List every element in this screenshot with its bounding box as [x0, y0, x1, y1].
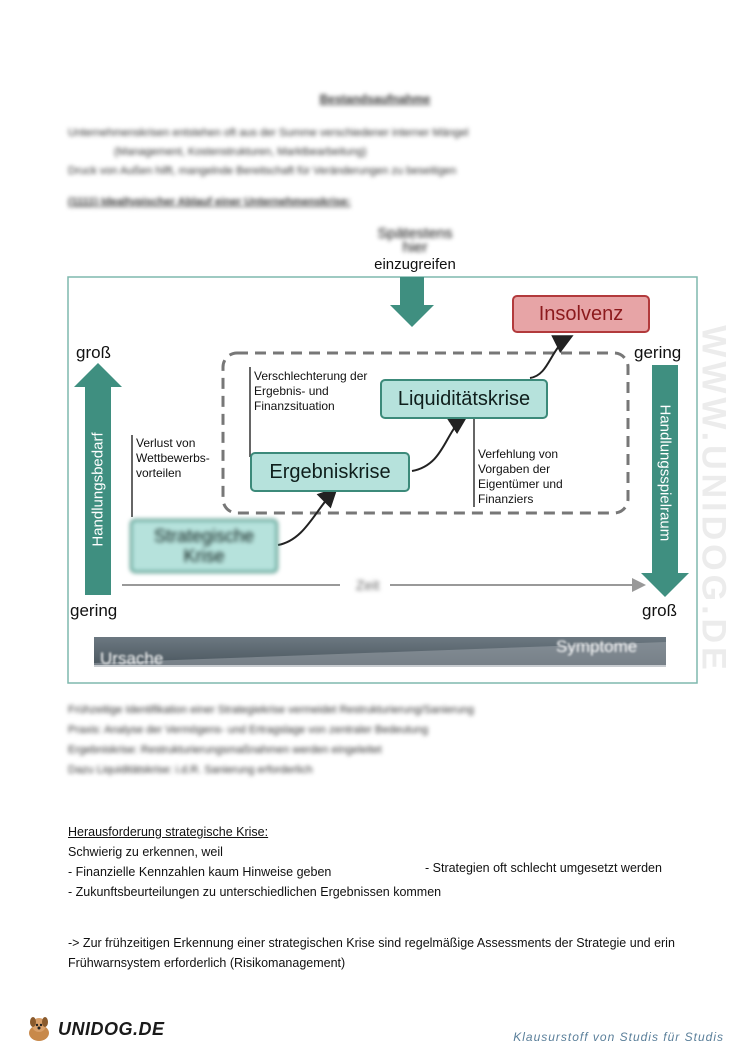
challenge-section: Herausforderung strategische Krise: Schw…: [68, 822, 441, 902]
after-line: Dazu Liquiditätskrise: i.d.R. Sanierung …: [68, 764, 313, 776]
scope-arrow-label: Handlungsspielraum: [656, 404, 674, 542]
footer-tagline: Klausurstoff von Studis für Studis: [513, 1030, 724, 1044]
intro-line: Druck von Außen hilft, mangelnde Bereits…: [68, 165, 457, 177]
footer-logo: UNIDOG.DE: [24, 1014, 165, 1044]
result-crisis-box: Ergebniskrise: [250, 452, 410, 492]
intro-line: Unternehmenskrisen entstehen oft aus der…: [68, 127, 469, 139]
after-line: Frühzeitige Identifikation einer Strateg…: [68, 704, 474, 716]
result-note: Verschlechterung der Ergebnis- und Finan…: [254, 369, 368, 413]
dog-logo-icon: [29, 1017, 49, 1041]
challenge-line: - Finanzielle Kennzahlen kaum Hinweise g…: [68, 865, 332, 879]
scope-low-label: gering: [634, 343, 682, 362]
after-line: Praxis: Analyse der Vermögens- und Ertra…: [68, 724, 429, 736]
intro-text: Unternehmenskrisen entstehen oft aus der…: [68, 124, 469, 181]
diagram-graphics: [67, 276, 698, 684]
challenge-bullet-right: - Strategien oft schlecht umgesetzt werd…: [425, 861, 662, 875]
intervention-arrow-shaft: [400, 277, 424, 307]
insolvency-box: Insolvenz: [512, 295, 650, 333]
cause-label: Ursache: [100, 649, 164, 668]
intervention-label: Spätestens hier: [377, 225, 453, 256]
liquidity-crisis-box: Liquiditätskrise: [380, 379, 548, 419]
crisis-diagram: Spätestens hier einzugreifen groß gering…: [60, 225, 705, 695]
scope-arrow-head: [641, 573, 689, 597]
need-arrow-head: [74, 363, 122, 387]
need-arrow-shaft: [85, 385, 111, 595]
diagram-frame: [67, 276, 698, 684]
need-low-label: gering: [70, 601, 118, 620]
time-arrow-head: [632, 578, 646, 592]
intervention-label-2: einzugreifen: [374, 256, 456, 273]
after-line: Ergebniskrise: Restrukturierungsmaßnahme…: [68, 744, 382, 756]
intro-line: (Management, Kostenstrukturen, Marktbear…: [114, 146, 367, 158]
crisis-zone-border: [221, 351, 630, 515]
challenge-line: - Zukunftsbeurteilungen zu unterschiedli…: [68, 885, 442, 899]
section-subheading: (1111) Idealtypischer Ablauf einer Unter…: [68, 196, 351, 208]
scope-arrow-shaft: [652, 365, 678, 575]
symptom-label: Symptome: [556, 637, 638, 656]
intervention-arrow-head: [390, 305, 434, 327]
after-diagram-text: Frühzeitige Identifikation einer Strateg…: [68, 700, 474, 780]
time-label: Zeit: [356, 577, 380, 593]
liquidity-note: Verfehlung von Vorgaben der Eigentümer u…: [478, 447, 563, 506]
brand-name: UNIDOG.DE: [58, 1018, 165, 1039]
conclusion-text: -> Zur frühzeitigen Erkennung einer stra…: [68, 936, 675, 970]
strategic-note: Verlust von Wettbewerbs-vorteilen: [136, 436, 210, 480]
page-heading: Bestandsaufnahme: [319, 92, 431, 106]
need-high-label: groß: [76, 343, 111, 362]
challenge-title: Herausforderung strategische Krise:: [68, 825, 269, 839]
scope-high-label: groß: [642, 601, 677, 620]
challenge-line: Schwierig zu erkennen, weil: [68, 845, 223, 859]
strategic-crisis-box: Strategische Krise: [130, 519, 278, 573]
need-arrow-label: Handlungsbedarf: [89, 432, 107, 547]
